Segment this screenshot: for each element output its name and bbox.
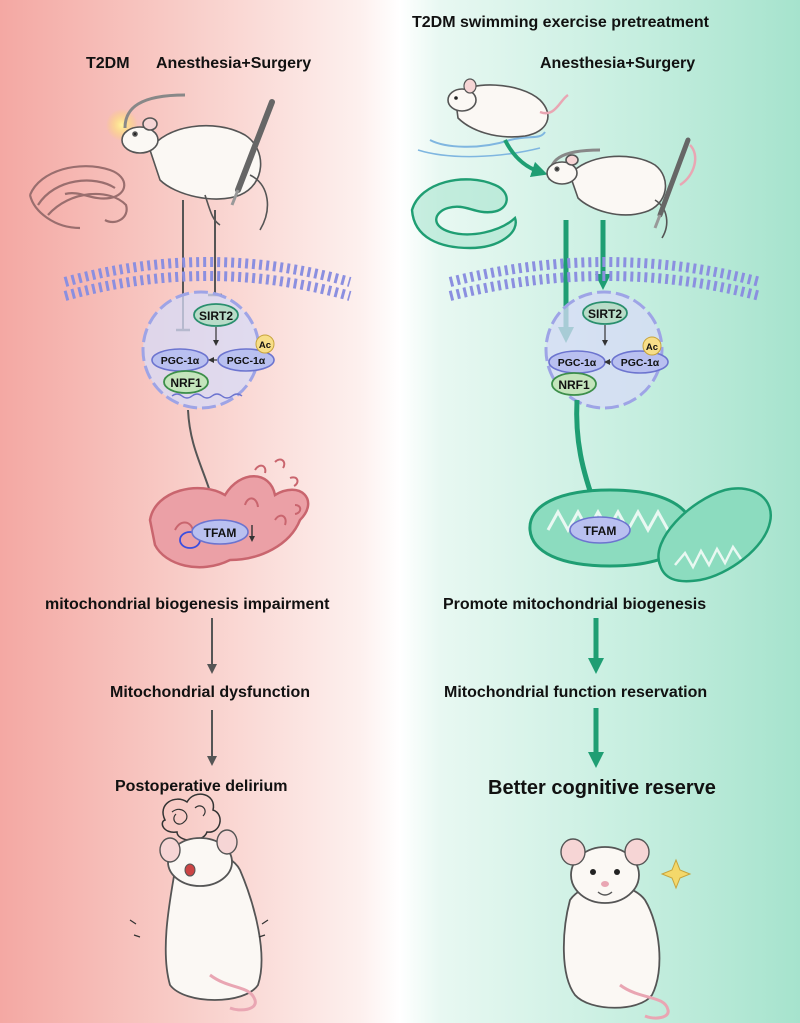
scalpel-icon [230,99,275,206]
arrow-swim-to-surgery [503,139,548,178]
pgc1a-acetyl-label-left: PGC-1α [227,355,266,367]
rat-surgery-icon [121,117,269,231]
left-outcome-2: Mitochondrial dysfunction [110,684,310,701]
tfam-node-right [569,516,631,544]
right-title: T2DM swimming exercise pretreatment [412,14,709,31]
right-outcome-3: Better cognitive reserve [488,777,716,799]
acetyl-badge-right [642,336,662,356]
damaged-mitochondrion-icon [148,458,310,569]
left-procedure-label: Anesthesia+Surgery [156,55,312,72]
tfam-label-left: TFAM [204,526,237,540]
healthy-mitochondrion-icon-2 [657,487,773,583]
rat-surgery-icon-right [546,154,668,239]
hippocampus-icon-right [410,178,517,250]
nrf1-node-right [551,372,597,396]
sirt2-label-left: SIRT2 [199,309,233,323]
tfam-node-left [191,519,249,545]
left-outcome-3: Postoperative delirium [115,778,288,795]
left-panel-art: SIRT2 PGC-1α PGC-1α Ac NRF1 TFAM [28,93,352,1012]
left-condition-label: T2DM [86,55,130,72]
acetyl-badge-left [255,334,275,354]
sirt2-node-left [193,303,239,327]
sirt2-label-right: SIRT2 [588,307,622,321]
pgc1a-label-right: PGC-1α [558,357,597,369]
tfam-label-right: TFAM [584,524,617,538]
pgc1a-label-left: PGC-1α [161,355,200,367]
dna-helix-left [171,393,243,399]
delirious-rat-icon [129,793,269,1012]
sirt2-node-right [582,301,628,325]
right-outcome-1: Promote mitochondrial biogenesis [443,596,707,613]
pgc1a-acetyl-node-left [217,348,275,372]
scalpel-icon-right [653,137,697,229]
acetyl-label-right: Ac [646,342,658,353]
left-outcome-1: mitochondrial biogenesis impairment [45,596,330,613]
nrf1-label-left: NRF1 [170,376,202,390]
nrf1-node-left [163,370,209,394]
happy-rat-icon [560,838,692,1020]
right-outcome-2: Mitochondrial function reservation [444,684,708,701]
swimming-rat-icon [417,78,569,158]
hippocampus-icon [28,165,128,230]
pgc1a-acetyl-label-right: PGC-1α [621,357,660,369]
acetyl-label-left: Ac [259,340,271,351]
right-procedure-label: Anesthesia+Surgery [540,55,696,72]
pgc1a-acetyl-node-right [611,350,669,374]
nrf1-label-right: NRF1 [558,378,590,392]
anesthesia-tube [123,93,186,129]
right-panel-art: SIRT2 PGC-1α PGC-1α Ac NRF1 TFAM [410,78,773,1020]
